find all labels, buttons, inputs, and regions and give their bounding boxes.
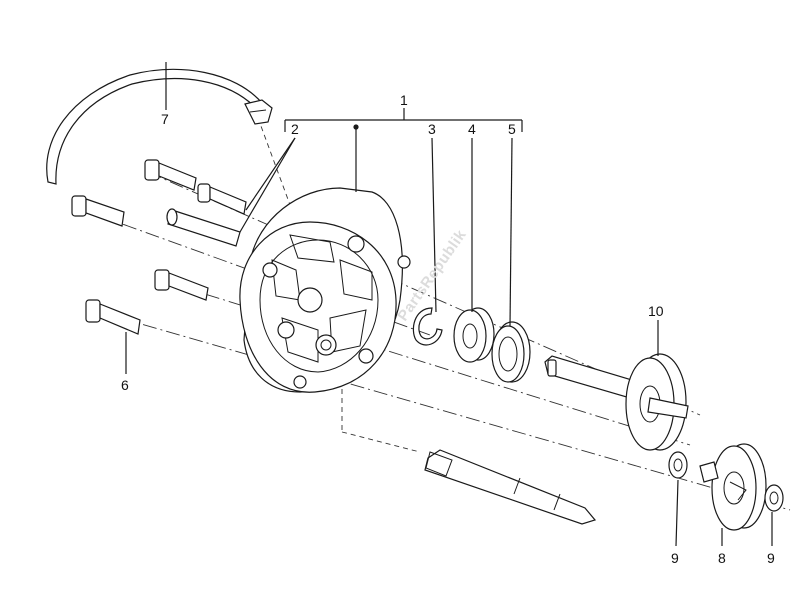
callout-9-left[interactable]: 9 [671,550,679,566]
callout-1[interactable]: 1 [400,92,408,108]
part-6-bolts[interactable] [71,159,247,335]
bolt-top-left[interactable] [144,159,197,191]
part-5-oil-seal[interactable] [491,321,531,383]
bolt-upper-mid[interactable] [197,183,247,215]
part-9-washer-right[interactable] [764,484,784,512]
callout-8[interactable]: 8 [718,550,726,566]
callout-6[interactable]: 6 [121,377,129,393]
assembly-1-bracket [284,108,523,132]
leader-lines [125,62,773,547]
drive-shaft[interactable] [424,449,597,525]
bolt-center[interactable] [154,269,209,301]
callout-4[interactable]: 4 [468,121,476,137]
bolt-left[interactable] [71,195,125,227]
part-4-bearing[interactable] [453,307,495,363]
callout-numbers: 1 2 3 4 5 6 7 8 9 9 10 [121,92,775,566]
callout-3[interactable]: 3 [428,121,436,137]
part-7-cable-tube[interactable] [46,68,273,185]
callout-7[interactable]: 7 [161,111,169,127]
callout-5[interactable]: 5 [508,121,516,137]
part-9-washer-left[interactable] [668,451,688,479]
callout-2[interactable]: 2 [291,121,299,137]
part-8-output-gear[interactable] [699,443,767,531]
callout-10[interactable]: 10 [648,303,664,319]
bolt-lower-left[interactable] [85,299,141,335]
part-2-dowel-pin[interactable] [166,208,241,247]
callout-9-right[interactable]: 9 [767,550,775,566]
part-10-gear-shaft[interactable] [544,353,689,451]
transmission-cover-housing[interactable] [239,187,411,393]
part-3-circlip[interactable] [412,307,443,346]
